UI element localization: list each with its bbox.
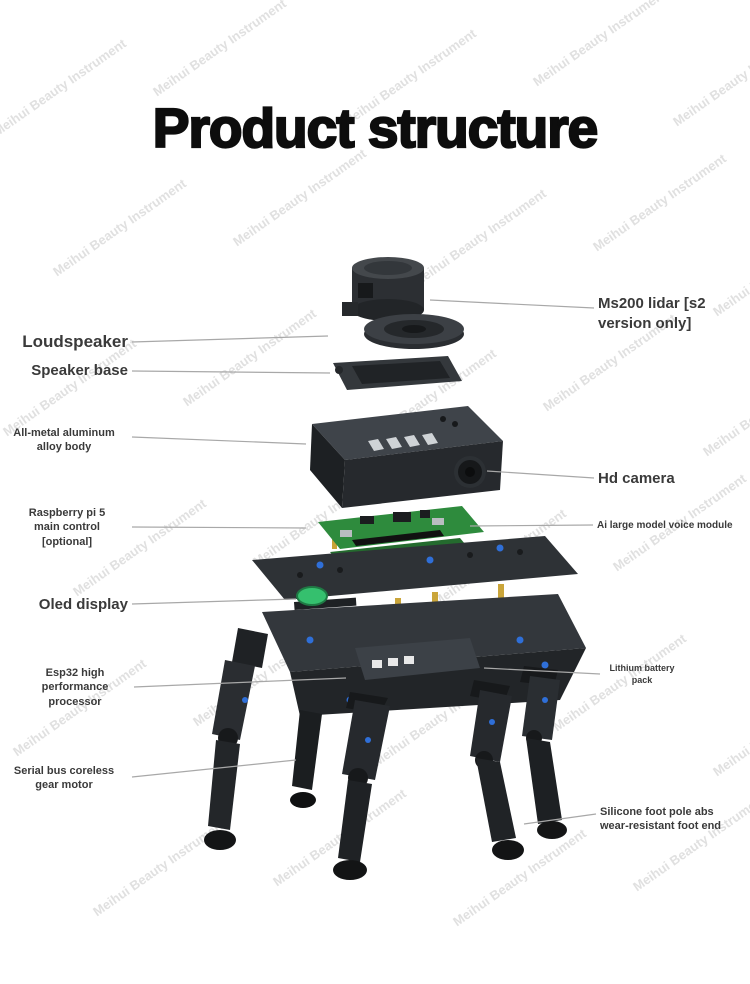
label-hd-camera: Hd camera <box>598 470 675 487</box>
lidar-illustration <box>342 257 424 321</box>
legs-illustration <box>204 628 567 880</box>
label-esp32: Esp32 high performance processor <box>41 667 109 708</box>
label-voice-module: Ai large model voice module <box>597 520 733 531</box>
label-lidar: Ms200 lidar [s2 version only] <box>598 295 706 332</box>
speaker-base-illustration <box>333 356 462 390</box>
label-loudspeaker: Loudspeaker <box>22 332 128 351</box>
label-raspberry-pi: Raspberry pi 5 main control [optional] <box>28 507 106 548</box>
alloy-body-illustration <box>310 406 503 508</box>
loudspeaker-illustration <box>364 314 464 349</box>
label-oled-display: Oled display <box>38 596 128 613</box>
oled-display-illustration <box>294 586 357 610</box>
label-alloy-body: All-metal aluminum alloy body <box>13 427 115 454</box>
page-title: Product structure <box>152 96 600 160</box>
leader-lines <box>131 299 601 825</box>
label-foot: Silicone foot pole abs wear-resistant fo… <box>600 806 722 833</box>
label-speaker-base: Speaker base <box>31 362 128 379</box>
label-battery: Lithium battery pack <box>609 663 675 685</box>
label-gear-motor: Serial bus coreless gear motor <box>13 765 115 792</box>
